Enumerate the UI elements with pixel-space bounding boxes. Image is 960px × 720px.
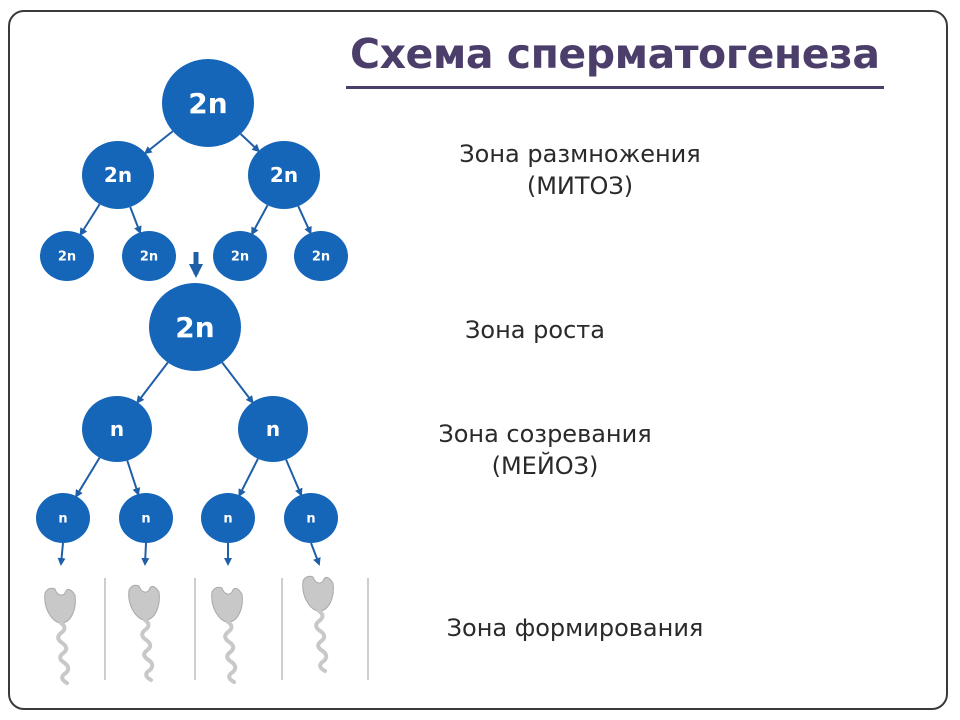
- arrow-cell-2n-b2-to-cell-2n-c4: [298, 206, 310, 233]
- cell-ploidy-label: 2n: [104, 163, 132, 187]
- cell-ploidy-label: 2n: [312, 250, 330, 265]
- spermatozoon-2: [129, 585, 160, 680]
- cell-n-1: n: [82, 396, 152, 462]
- cell-2n-c1: 2n: [40, 231, 94, 281]
- cell-n-3: n: [36, 493, 90, 543]
- arrow-cell-2n-b1-to-cell-2n-c2: [130, 207, 140, 232]
- sperm-tail: [58, 623, 68, 683]
- arrow-to-sperm-2: [145, 543, 146, 564]
- cell-2n-b1: 2n: [82, 141, 154, 209]
- arrow-cell-2n-growth-to-cell-n-2: [222, 363, 252, 403]
- cell-2n-b2: 2n: [248, 141, 320, 209]
- cell-2n-growth: 2n: [149, 283, 241, 371]
- arrow-cell-2n-a-to-cell-2n-b2: [241, 134, 259, 151]
- cell-2n-c2: 2n: [122, 231, 176, 281]
- arrow-cell-n-2-to-cell-n-6: [286, 460, 301, 495]
- arrow-to-sperm-1: [61, 543, 63, 564]
- cell-2n-c3: 2n: [213, 231, 267, 281]
- cell-ploidy-label: 2n: [231, 250, 249, 265]
- arrow-cell-n-1-to-cell-n-4: [127, 461, 138, 495]
- sperm-tail: [316, 611, 326, 671]
- cell-n-2: n: [238, 396, 308, 462]
- cell-ploidy-label: 2n: [140, 250, 158, 265]
- cell-ploidy-label: n: [266, 417, 280, 441]
- spermatozoon-4: [303, 576, 334, 671]
- arrow-to-sperm-4: [311, 543, 319, 564]
- cell-ploidy-label: n: [110, 417, 124, 441]
- arrow-cell-2n-b1-to-cell-2n-c1: [81, 204, 100, 234]
- cell-ploidy-label: n: [141, 512, 150, 527]
- sperm-tail: [142, 620, 152, 680]
- cell-ploidy-label: n: [58, 512, 67, 527]
- sperm-head: [45, 588, 76, 623]
- cell-ploidy-label: 2n: [188, 87, 227, 120]
- cell-2n-a: 2n: [162, 59, 254, 147]
- cell-n-4: n: [119, 493, 173, 543]
- arrow-cell-2n-b2-to-cell-2n-c3: [252, 205, 267, 233]
- sperm-layer: [45, 576, 368, 683]
- arrow-cell-n-2-to-cell-n-5: [239, 459, 257, 496]
- spermatozoon-3: [212, 587, 243, 682]
- arrow-cell-n-1-to-cell-n-3: [76, 458, 99, 497]
- cell-ploidy-label: n: [223, 512, 232, 527]
- sperm-head: [303, 576, 334, 611]
- sperm-tail: [225, 622, 235, 682]
- cell-ploidy-label: n: [306, 512, 315, 527]
- cell-n-5: n: [201, 493, 255, 543]
- cell-ploidy-label: 2n: [58, 250, 76, 265]
- arrow-cell-2n-a-to-cell-2n-b1: [145, 131, 172, 153]
- cell-n-6: n: [284, 493, 338, 543]
- cell-2n-c4: 2n: [294, 231, 348, 281]
- sperm-head: [129, 585, 160, 620]
- arrow-cell-2n-growth-to-cell-n-1: [137, 363, 167, 403]
- spermatozoon-1: [45, 588, 76, 683]
- cell-ploidy-label: 2n: [175, 311, 214, 344]
- cell-ploidy-label: 2n: [270, 163, 298, 187]
- sperm-head: [212, 587, 243, 622]
- cells-layer: 2n 2n 2n 2n 2n 2n 2n 2n n n n n n n: [36, 59, 348, 543]
